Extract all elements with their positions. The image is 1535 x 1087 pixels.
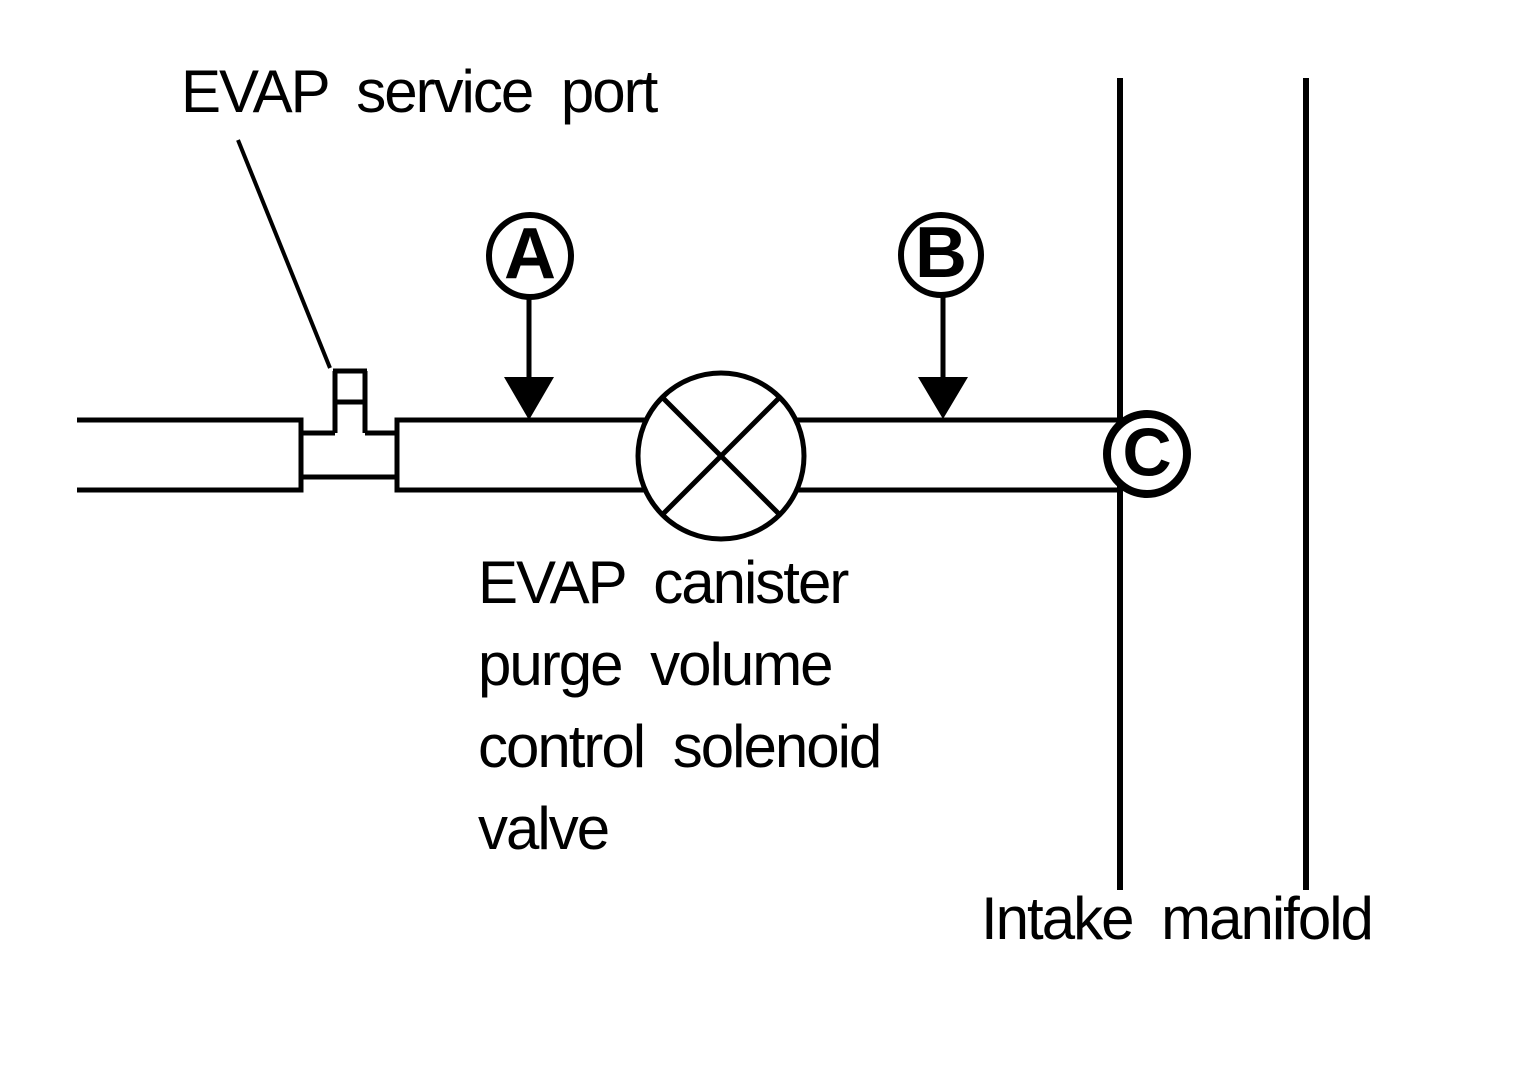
marker-a-arrow xyxy=(504,298,554,420)
pipe-right xyxy=(792,417,1122,493)
pipe-middle xyxy=(394,417,650,493)
purge-valve-x-icon xyxy=(660,395,782,517)
service-port-leader-line xyxy=(236,139,332,369)
purge-valve-label-line2: purge volume xyxy=(478,631,834,698)
purge-valve-label-line3: control solenoid xyxy=(478,713,882,780)
marker-b-arrow xyxy=(918,296,968,419)
marker-a-circle xyxy=(486,212,574,300)
marker-b-letter: B xyxy=(915,213,967,294)
marker-b-arrowhead-icon xyxy=(918,377,968,419)
marker-a-letter: A xyxy=(504,214,556,295)
intake-manifold-label: Intake manifold xyxy=(981,885,1374,952)
pipe-left xyxy=(77,417,304,493)
service-port-fitting xyxy=(301,368,397,480)
service-port-label: EVAP service port xyxy=(181,58,658,125)
purge-valve-label: EVAP canister purge volume control solen… xyxy=(478,542,882,870)
marker-b-circle xyxy=(898,212,984,298)
marker-a-arrowhead-icon xyxy=(504,377,554,420)
marker-c-letter: C xyxy=(1122,414,1172,491)
purge-valve-label-line1: EVAP canister xyxy=(478,549,849,616)
marker-c-circle xyxy=(1103,410,1191,498)
purge-valve-label-line4: valve xyxy=(478,795,610,862)
